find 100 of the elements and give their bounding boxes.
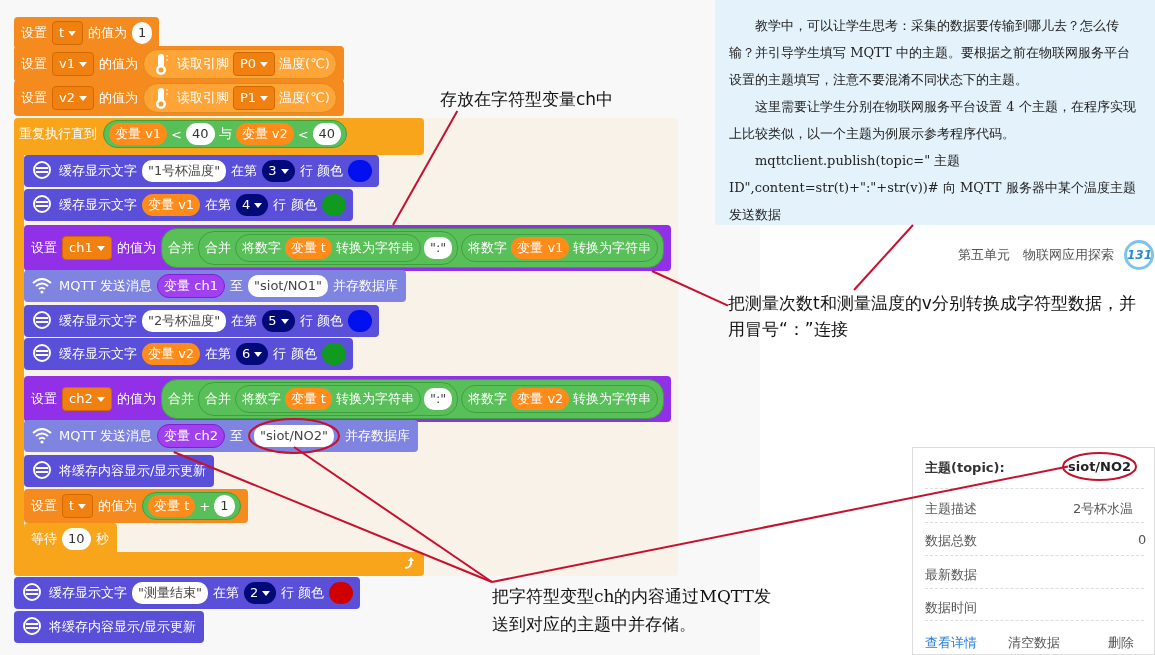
- block-label: 转换为字符串: [572, 239, 653, 257]
- block-label: 在第: [204, 345, 233, 363]
- block-label: 行 颜色: [298, 162, 344, 180]
- block-label: 的值为: [97, 89, 139, 107]
- dropdown-field: P1: [232, 86, 276, 110]
- block-label: 设置: [30, 497, 58, 515]
- block-label: 将缓存内容显示/显示更新: [48, 618, 198, 636]
- block-label: 读取引脚: [175, 89, 230, 107]
- leader-line: [650, 270, 729, 307]
- paragraph: 这里需要让学生分别在物联网服务平台设置 4 个主题，在程序实现上比较类似，以一个主题为例展示参考程序代码。: [729, 98, 1137, 143]
- block-label: 与: [217, 125, 233, 143]
- dropdown-field: v1: [52, 52, 94, 76]
- dropdown-field: 6: [236, 343, 269, 365]
- text-field: "2号杯温度": [142, 310, 227, 332]
- block-label: 行 颜色: [272, 345, 318, 363]
- block-label: 设置: [20, 24, 48, 42]
- block-label: 在第: [211, 584, 240, 602]
- block-label: +: [198, 498, 212, 514]
- text-field: "siot/NO1": [248, 275, 329, 297]
- block-label: 缓存显示文字: [58, 312, 138, 330]
- variable-reporter: 变量 v2: [511, 388, 570, 410]
- block-label: 缓存显示文字: [58, 196, 138, 214]
- dropdown-field: ch2: [62, 387, 112, 411]
- variable-reporter: 变量 t: [148, 495, 196, 517]
- block-label: <: [170, 126, 183, 142]
- code-block: [24, 305, 379, 337]
- loop-block: [14, 118, 678, 576]
- number-field: 1: [214, 495, 235, 517]
- code-block: [14, 611, 205, 643]
- variable-reporter: 变量 v2: [235, 123, 294, 145]
- block-label: 温度(℃): [278, 55, 331, 73]
- block-label: 合并: [203, 390, 232, 408]
- text-field: "1号杯温度": [142, 160, 227, 182]
- block-label: MQTT 发送消息: [58, 427, 154, 445]
- block-label: 的值为: [115, 239, 157, 257]
- block-label: 缓存显示文字: [58, 162, 138, 180]
- topic-card: [912, 447, 1155, 655]
- code-block: [24, 155, 379, 187]
- block-label: 行 颜色: [280, 584, 326, 602]
- leader-line: [392, 110, 459, 226]
- dropdown-field: 2: [243, 582, 277, 604]
- block-label: <: [296, 126, 310, 142]
- variable-reporter: 变量 v2: [142, 343, 201, 365]
- block-label: 读取引脚: [175, 55, 230, 73]
- block-label: 等待: [30, 530, 58, 548]
- code-block: [14, 577, 361, 609]
- code-block: [14, 17, 160, 49]
- block-label: 秒: [94, 530, 110, 548]
- block-label: 设置: [20, 89, 48, 107]
- block-label: 至: [229, 277, 245, 295]
- block-label: 合并: [203, 239, 232, 257]
- leader-line: [293, 446, 493, 583]
- variable-reporter: 变量 v1: [511, 237, 570, 259]
- dropdown-field: t: [62, 494, 94, 518]
- field-value: 2号杯水温: [1073, 500, 1134, 518]
- leader-line: [853, 224, 914, 291]
- dropdown-field: t: [52, 21, 84, 45]
- block-label: 行 颜色: [272, 196, 318, 214]
- code-block: [24, 189, 353, 221]
- annotation-text: 把字符型变型ch的内容通过MQTT发送到对应的主题中并存储。: [492, 582, 777, 638]
- variable-reporter: 变量 t: [284, 388, 332, 410]
- code-block: [24, 338, 353, 370]
- block-label: 合并: [166, 239, 195, 257]
- paragraph: 教学中，可以让学生思考：采集的数据要传输到哪儿去？怎么传输？并引导学生填写 MQTT 中的主题。要根据之前在物联网服务平台设置的主题填写，注意不要混淆不同状态下的主题。: [729, 17, 1131, 89]
- block-label: 将缓存内容显示/显示更新: [58, 462, 208, 480]
- field-label: 主题描述: [925, 500, 977, 518]
- text-field: ":": [423, 388, 453, 410]
- action-link: 删除: [1108, 634, 1134, 652]
- field-label: 最新数据: [925, 566, 977, 584]
- field-value: 0: [1138, 532, 1147, 547]
- code-block: [24, 455, 215, 487]
- block-label: 设置: [30, 390, 58, 408]
- block-label: 在第: [230, 312, 259, 330]
- block-label: 转换为字符串: [334, 390, 415, 408]
- code-text: mqttclient.publish(topic=" 主题 ID",content=str(t)+":"+str(v))# 向 MQTT 服务器中某个温度主题发送数据: [729, 152, 1137, 224]
- action-link: 查看详情: [925, 634, 977, 652]
- dropdown-field: 3: [262, 160, 295, 182]
- field-label: 数据总数: [925, 532, 977, 550]
- block-label: 设置: [30, 239, 58, 257]
- variable-reporter: 变量 ch2: [157, 424, 226, 448]
- block-label: 在第: [230, 162, 259, 180]
- code-block: [14, 80, 344, 116]
- block-label: 将数字: [240, 239, 282, 257]
- block-label: 并存数据库: [344, 427, 412, 445]
- block-label: 的值为: [97, 497, 139, 515]
- block-label: 的值为: [97, 55, 139, 73]
- block-label: 温度(℃): [278, 89, 331, 107]
- block-label: 将数字: [467, 390, 509, 408]
- block-label: 合并: [166, 390, 195, 408]
- dropdown-field: 5: [262, 310, 295, 332]
- number-field: 10: [62, 528, 91, 550]
- variable-reporter: 变量 ch1: [157, 274, 226, 298]
- block-label: 在第: [204, 196, 233, 214]
- dropdown-field: v2: [52, 86, 94, 110]
- action-link: 清空数据: [1008, 634, 1060, 652]
- variable-reporter: 变量 t: [284, 237, 332, 259]
- text-field: "siot/NO2": [254, 425, 335, 447]
- text-panel: [715, 0, 1155, 225]
- block-label: 转换为字符串: [572, 390, 653, 408]
- code-block: [24, 489, 248, 523]
